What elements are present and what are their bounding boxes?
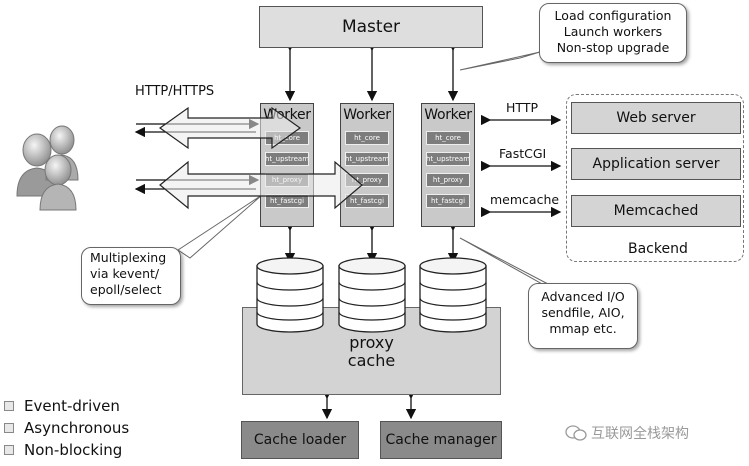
feature-label: Asynchronous	[24, 419, 130, 437]
multiplexing-note-line: Multiplexing	[90, 250, 167, 265]
advanced-io-callout: Advanced I/O sendfile, AIO, mmap etc.	[528, 283, 638, 349]
backend-protocol-arrows	[480, 114, 562, 218]
master-note-callout: Load configuration Launch workers Non-st…	[539, 3, 687, 63]
worker-title: Worker	[424, 107, 472, 123]
backend-label: Backend	[628, 241, 688, 257]
module-ht-upstream: ht_upstream	[426, 152, 470, 166]
multiplexing-note-line: via kevent/	[90, 266, 160, 281]
proxy-cache-line: proxy	[349, 333, 394, 352]
cache-loader-label: Cache loader	[253, 432, 347, 448]
worker-process: Worker ht_core ht_upstream ht_proxy ht_f…	[421, 103, 475, 227]
cache-manager-label: Cache manager	[385, 432, 497, 448]
multiplexing-note-line: epoll/select	[90, 282, 162, 297]
worker-storage-arrows	[284, 220, 459, 264]
feature-item: Asynchronous	[4, 419, 129, 437]
feature-label: Event-driven	[24, 397, 120, 415]
backend-memcached: Memcached	[571, 195, 741, 227]
watermark-text: 互联网全栈架构	[591, 426, 689, 442]
database-icon	[419, 257, 487, 333]
protocol-label-http: HTTP	[506, 100, 538, 115]
worker-title: Worker	[343, 107, 391, 123]
watermark: 互联网全栈架构	[565, 423, 689, 443]
client-protocol-label: HTTP/HTTPS	[135, 84, 215, 99]
master-worker-arrows	[284, 40, 459, 102]
cache-loader-process: Cache loader	[241, 421, 359, 459]
database-icon	[256, 257, 324, 333]
backend-web-server-label: Web server	[616, 110, 696, 126]
protocol-label-memcache: memcache	[490, 192, 560, 207]
advanced-io-line: Advanced I/O	[541, 289, 625, 304]
master-process: Master	[259, 6, 483, 48]
feature-item: Event-driven	[4, 397, 120, 415]
master-note-line: Launch workers	[563, 24, 663, 39]
module-ht-core: ht_core	[345, 131, 389, 145]
wechat-icon	[565, 425, 587, 441]
users-icon	[16, 125, 79, 211]
advanced-io-line: mmap etc.	[549, 321, 617, 336]
backend-memcached-label: Memcached	[613, 203, 699, 219]
master-note-line: Load configuration	[554, 8, 672, 23]
cache-process-arrows	[321, 388, 417, 420]
database-icon	[338, 257, 406, 333]
advanced-io-line: sendfile, AIO,	[541, 305, 625, 320]
module-ht-proxy: ht_proxy	[426, 173, 470, 187]
module-ht-core: ht_core	[426, 131, 470, 145]
bullet-icon	[4, 445, 14, 455]
bullet-icon	[4, 423, 14, 433]
cache-manager-process: Cache manager	[380, 421, 502, 459]
feature-label: Non-blocking	[24, 441, 123, 459]
backend-application-server-label: Application server	[592, 156, 720, 172]
master-note-line: Non-stop upgrade	[556, 40, 670, 55]
backend-web-server: Web server	[571, 102, 741, 134]
proxy-cache-line: cache	[347, 351, 396, 370]
feature-item: Non-blocking	[4, 441, 122, 459]
master-label: Master	[341, 17, 401, 37]
multiplexing-note-callout: Multiplexing via kevent/ epoll/select	[81, 247, 181, 305]
protocol-label-fastcgi: FastCGI	[499, 146, 547, 161]
database-cylinders	[256, 257, 487, 333]
module-ht-fastcgi: ht_fastcgi	[426, 194, 470, 208]
bullet-icon	[4, 401, 14, 411]
backend-application-server: Application server	[571, 148, 741, 180]
